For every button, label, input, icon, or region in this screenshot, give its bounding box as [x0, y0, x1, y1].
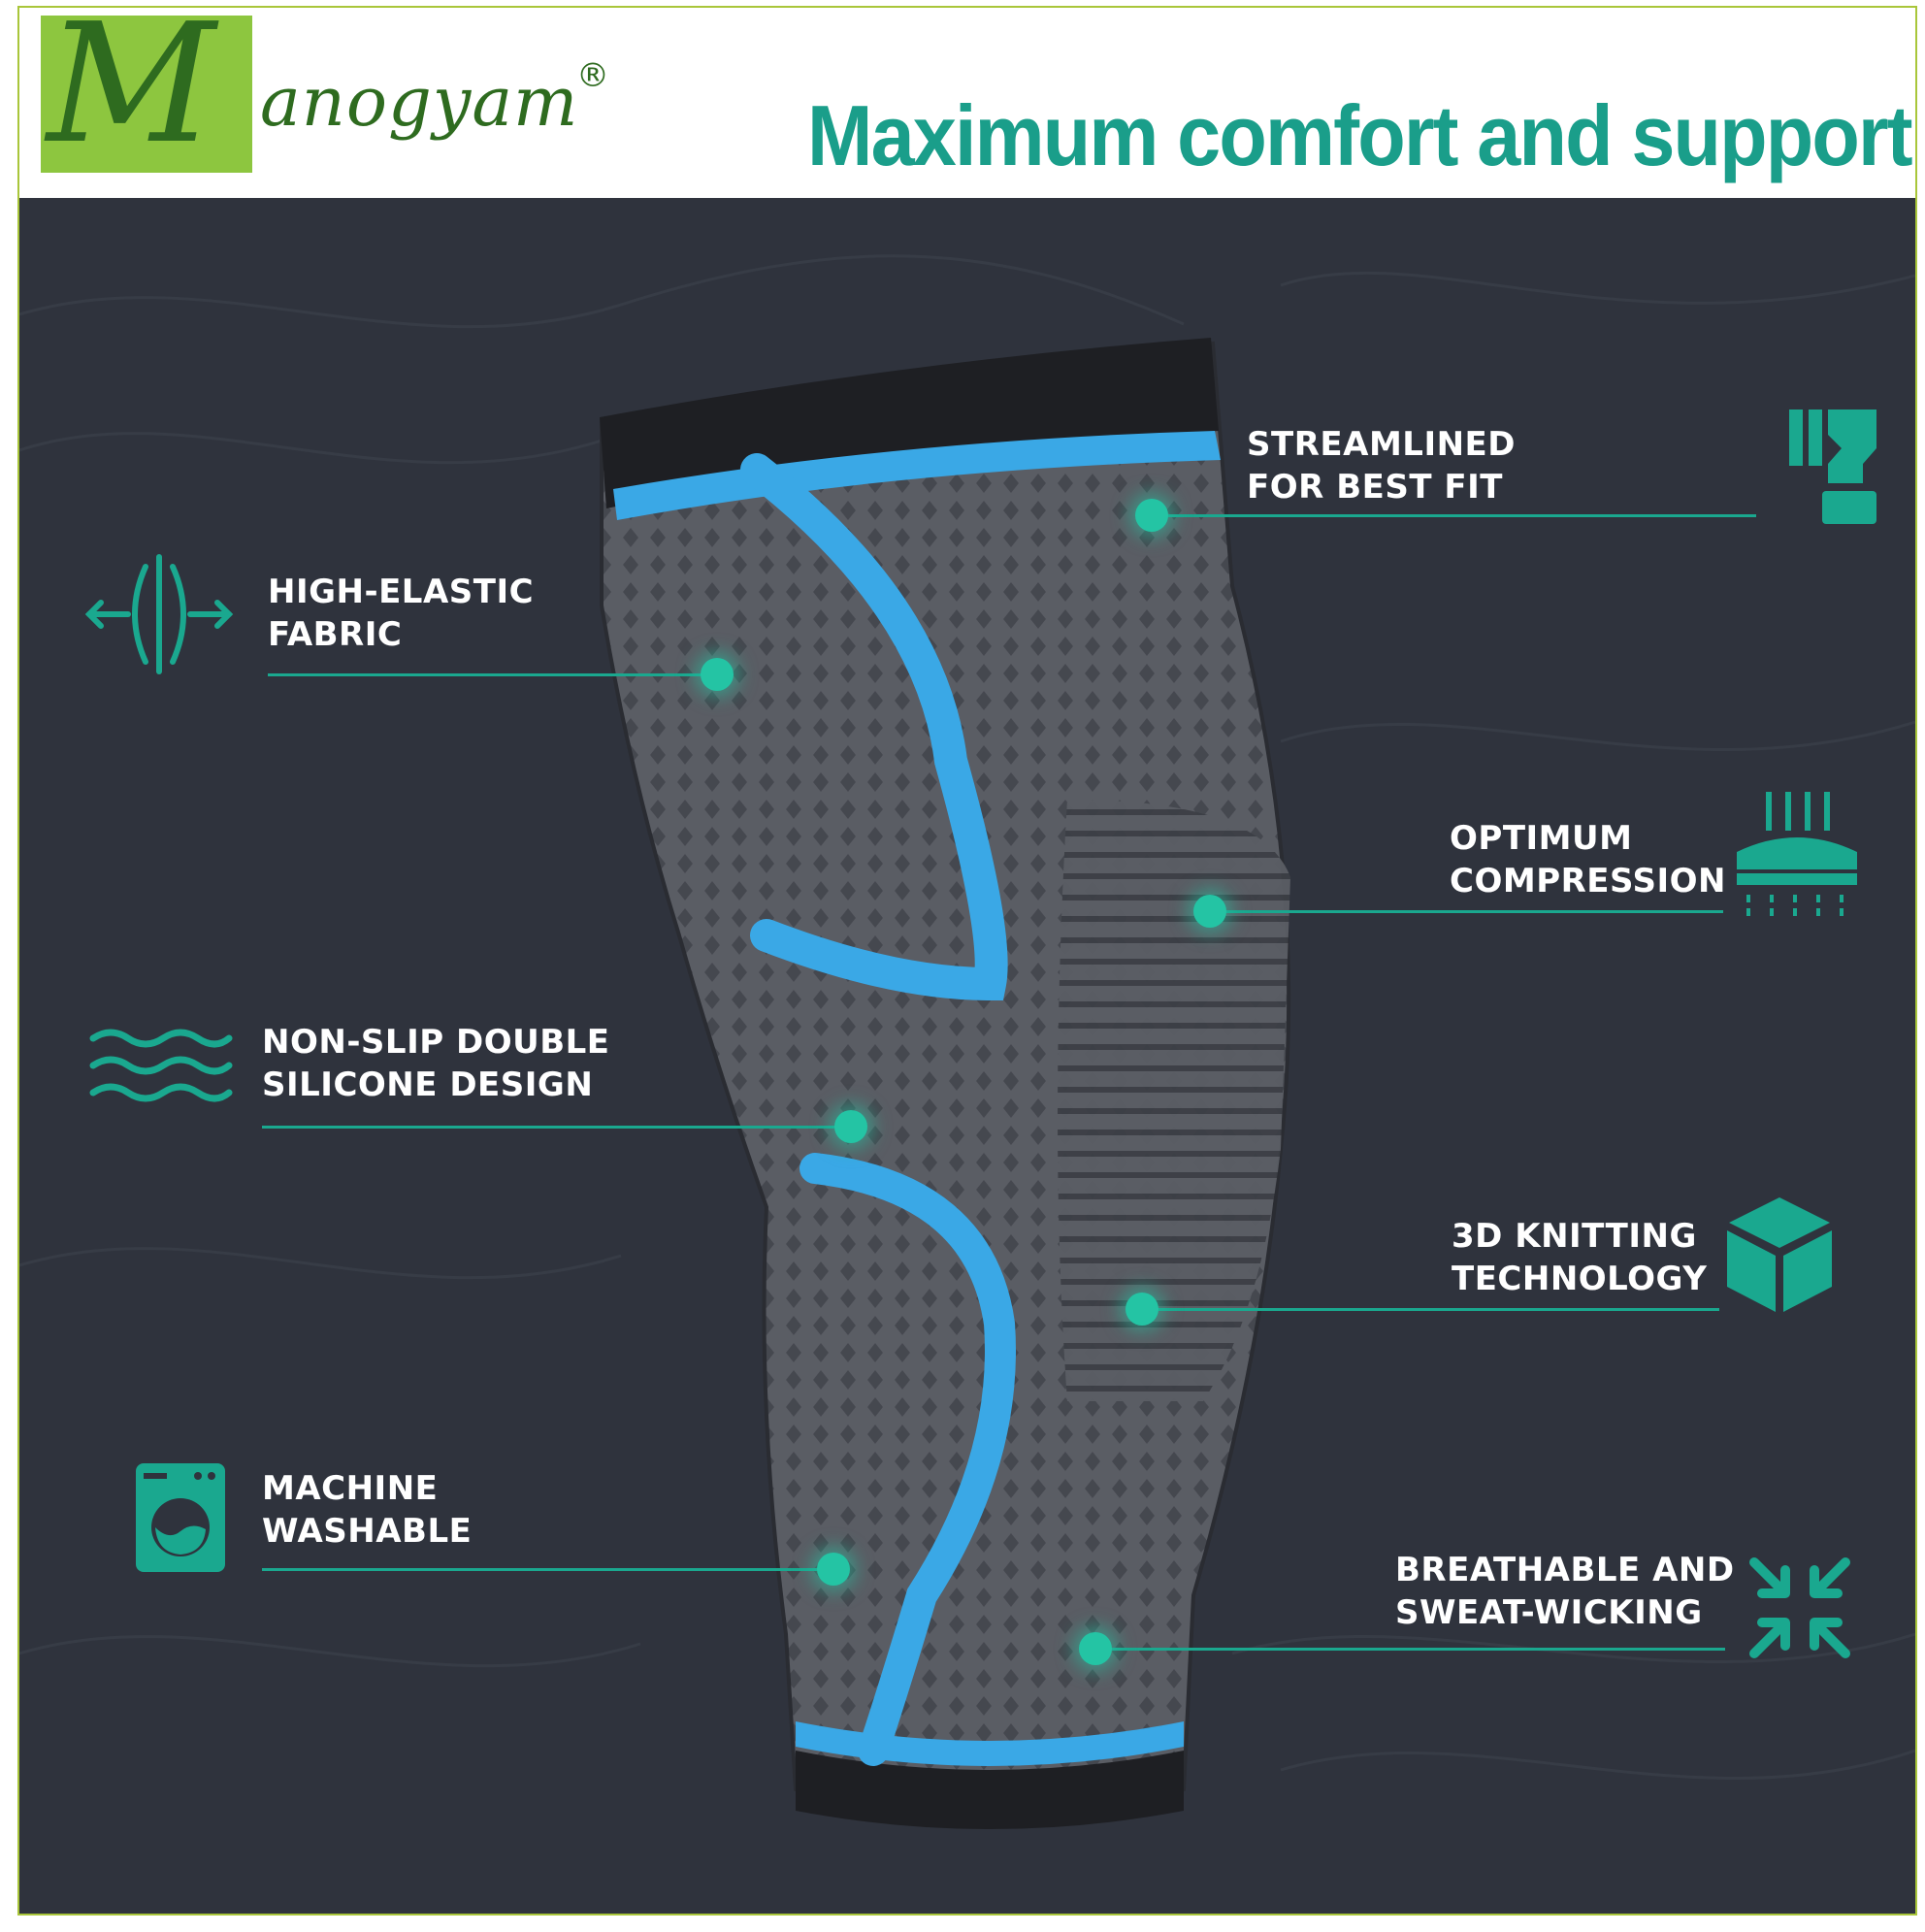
registered-mark: ® [576, 56, 609, 95]
callout-dot-elastic [701, 658, 734, 691]
waves-icon [89, 1029, 233, 1102]
feature-compression-line1: OPTIMUM [1450, 819, 1633, 858]
feature-washable-line1: MACHINE [262, 1469, 439, 1508]
header-bar: M anogyam ® Maximum comfort and support [19, 2, 1915, 198]
feature-elastic-line1: HIGH-ELASTIC [268, 573, 535, 611]
feature-knitting: 3D KNITTING TECHNOLOGY [1452, 1215, 1707, 1300]
feature-breathable-line1: BREATHABLE AND [1395, 1551, 1735, 1589]
callout-dot-knitting [1126, 1293, 1158, 1326]
feature-silicone-line1: NON-SLIP DOUBLE [262, 1023, 610, 1062]
feature-compression-line2: COMPRESSION [1450, 862, 1726, 901]
fit-icon [1789, 409, 1876, 524]
feature-breathable: BREATHABLE AND SWEAT-WICKING [1395, 1549, 1735, 1634]
feature-washable: MACHINE WASHABLE [262, 1467, 472, 1553]
feature-elastic: HIGH-ELASTIC FABRIC [268, 571, 534, 656]
headline: Maximum comfort and support [807, 87, 1913, 183]
feature-streamlined: STREAMLINED FOR BEST FIT [1247, 423, 1516, 508]
callout-dot-breathable [1079, 1632, 1112, 1665]
feature-streamlined-line2: FOR BEST FIT [1247, 468, 1503, 507]
feature-knitting-line2: TECHNOLOGY [1452, 1260, 1708, 1298]
product-panel: STREAMLINED FOR BEST FIT HIGH-ELASTIC FA… [19, 198, 1915, 1914]
elastic-icon [84, 554, 234, 674]
feature-washable-line2: WASHABLE [262, 1512, 473, 1551]
image-frame [17, 6, 1917, 1916]
feature-compression: OPTIMUM COMPRESSION [1450, 817, 1726, 902]
feature-knitting-line1: 3D KNITTING [1452, 1217, 1697, 1256]
feature-silicone: NON-SLIP DOUBLE SILICONE DESIGN [262, 1021, 610, 1106]
callout-dot-streamlined [1135, 499, 1168, 532]
callout-dot-compression [1193, 895, 1226, 928]
logo-badge [41, 16, 252, 173]
callout-line-elastic [268, 673, 734, 676]
cube-icon [1727, 1197, 1832, 1312]
washing-machine-icon [136, 1463, 225, 1572]
callout-line-silicone [262, 1126, 864, 1129]
logo-initial: M [47, 0, 216, 180]
feature-streamlined-line1: STREAMLINED [1247, 425, 1516, 464]
callout-line-breathable [1104, 1648, 1725, 1651]
feature-silicone-line2: SILICONE DESIGN [262, 1065, 594, 1104]
compression-icon [1737, 792, 1857, 916]
knee-sleeve-illustration [600, 338, 1291, 1829]
arrows-inward-icon [1749, 1557, 1850, 1658]
feature-breathable-line2: SWEAT-WICKING [1395, 1593, 1703, 1632]
feature-elastic-line2: FABRIC [268, 615, 403, 654]
callout-line-compression [1211, 910, 1723, 913]
callout-line-washable [262, 1568, 844, 1571]
logo-wordmark: anogyam [260, 62, 579, 142]
callout-dot-washable [817, 1553, 850, 1586]
callout-dot-silicone [834, 1110, 867, 1143]
callout-line-streamlined [1164, 514, 1756, 517]
callout-line-knitting [1145, 1308, 1719, 1311]
